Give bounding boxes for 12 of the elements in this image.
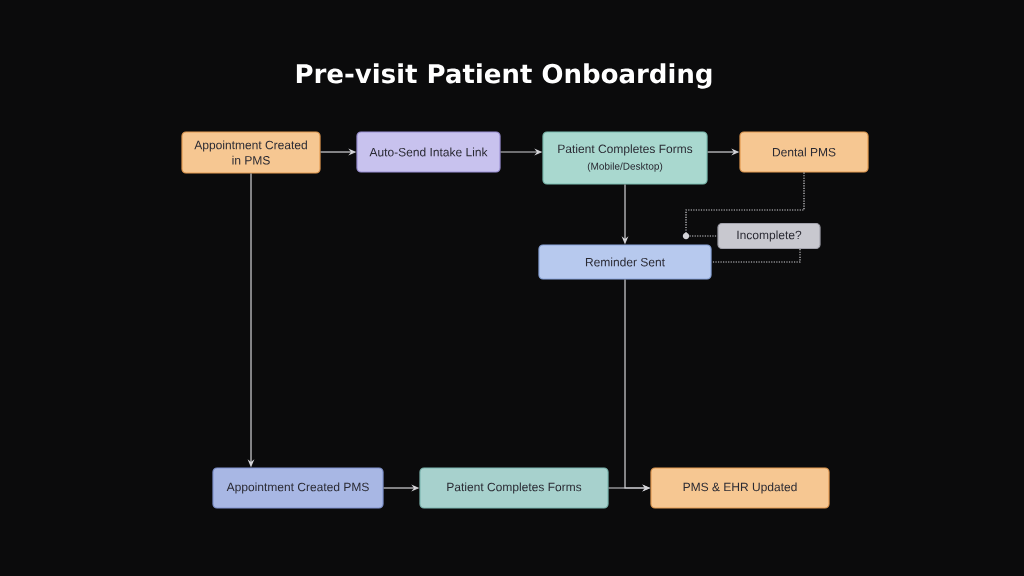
process-box: Reminder Sent bbox=[538, 244, 712, 280]
process-box: Patient Completes Forms (Mobile/Desktop) bbox=[542, 131, 708, 185]
process-box: Appointment Created PMS bbox=[212, 467, 384, 509]
process-box: Appointment Created in PMS bbox=[181, 131, 321, 174]
dotted-connector bbox=[711, 248, 801, 263]
process-box: PMS & EHR Updated bbox=[650, 467, 830, 509]
condition-box: Incomplete? bbox=[717, 222, 821, 250]
dotted-connector bbox=[685, 172, 805, 237]
process-box: Auto-Send Intake Link bbox=[356, 131, 501, 173]
process-box: Dental PMS bbox=[739, 131, 869, 173]
process-box: Patient Completes Forms bbox=[419, 467, 609, 509]
title: Pre-visit Patient Onboarding bbox=[296, 63, 712, 89]
